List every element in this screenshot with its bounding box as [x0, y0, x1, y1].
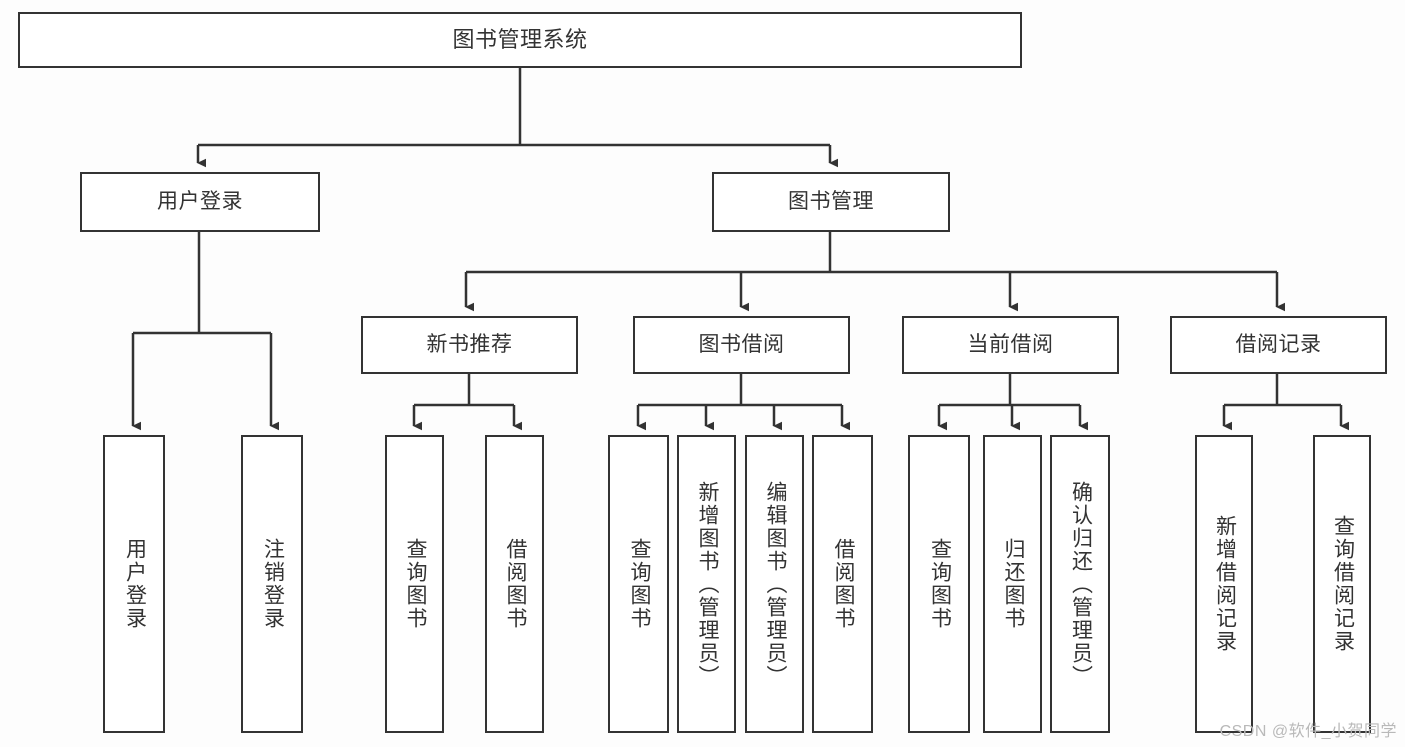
watermark-text: CSDN @软件_小贺同学	[1219, 723, 1397, 740]
node-leaf-return-book[interactable]: 归还图书	[983, 435, 1042, 733]
node-leaf-query-book-2[interactable]: 查询图书	[608, 435, 669, 733]
node-label: 注销登录	[261, 538, 285, 630]
node-leaf-add-record[interactable]: 新增借阅记录	[1195, 435, 1253, 733]
node-label: 新增借阅记录	[1213, 515, 1237, 653]
node-label: 新书推荐	[426, 332, 513, 356]
node-label: 编辑图书（管理员）	[763, 480, 787, 688]
node-book-borrow[interactable]: 图书借阅	[633, 316, 850, 374]
node-leaf-query-record[interactable]: 查询借阅记录	[1313, 435, 1371, 733]
node-label: 查询图书	[627, 538, 651, 630]
node-label: 查询图书	[403, 538, 427, 630]
node-user-login[interactable]: 用户登录	[80, 172, 320, 232]
node-leaf-query-book-3[interactable]: 查询图书	[908, 435, 970, 733]
node-leaf-confirm-return[interactable]: 确认归还（管理员）	[1050, 435, 1110, 733]
node-leaf-borrow-book-2[interactable]: 借阅图书	[812, 435, 873, 733]
node-label: 图书管理系统	[452, 27, 588, 53]
node-leaf-add-book[interactable]: 新增图书（管理员）	[677, 435, 736, 733]
node-label: 查询借阅记录	[1331, 515, 1355, 653]
node-label: 用户登录	[123, 538, 147, 630]
node-leaf-query-book-1[interactable]: 查询图书	[385, 435, 444, 733]
node-leaf-logout-login[interactable]: 注销登录	[241, 435, 303, 733]
node-label: 图书管理	[788, 189, 874, 213]
node-label: 借阅图书	[503, 538, 527, 630]
node-label: 新增图书（管理员）	[695, 480, 719, 688]
node-label: 借阅图书	[831, 538, 855, 630]
node-current-borrow[interactable]: 当前借阅	[902, 316, 1119, 374]
node-book-management-system[interactable]: 图书管理系统	[18, 12, 1022, 68]
node-label: 用户登录	[157, 189, 243, 213]
node-label: 图书借阅	[698, 332, 785, 356]
node-label: 归还图书	[1001, 538, 1025, 630]
node-leaf-borrow-book-1[interactable]: 借阅图书	[485, 435, 544, 733]
node-book-management[interactable]: 图书管理	[712, 172, 950, 232]
node-borrow-record[interactable]: 借阅记录	[1170, 316, 1387, 374]
node-label: 借阅记录	[1235, 332, 1322, 356]
node-new-book-recommend[interactable]: 新书推荐	[361, 316, 578, 374]
node-leaf-user-login[interactable]: 用户登录	[103, 435, 165, 733]
node-label: 当前借阅	[967, 332, 1054, 356]
node-label: 查询图书	[928, 538, 952, 630]
node-label: 确认归还（管理员）	[1069, 480, 1093, 688]
node-leaf-edit-book[interactable]: 编辑图书（管理员）	[745, 435, 804, 733]
